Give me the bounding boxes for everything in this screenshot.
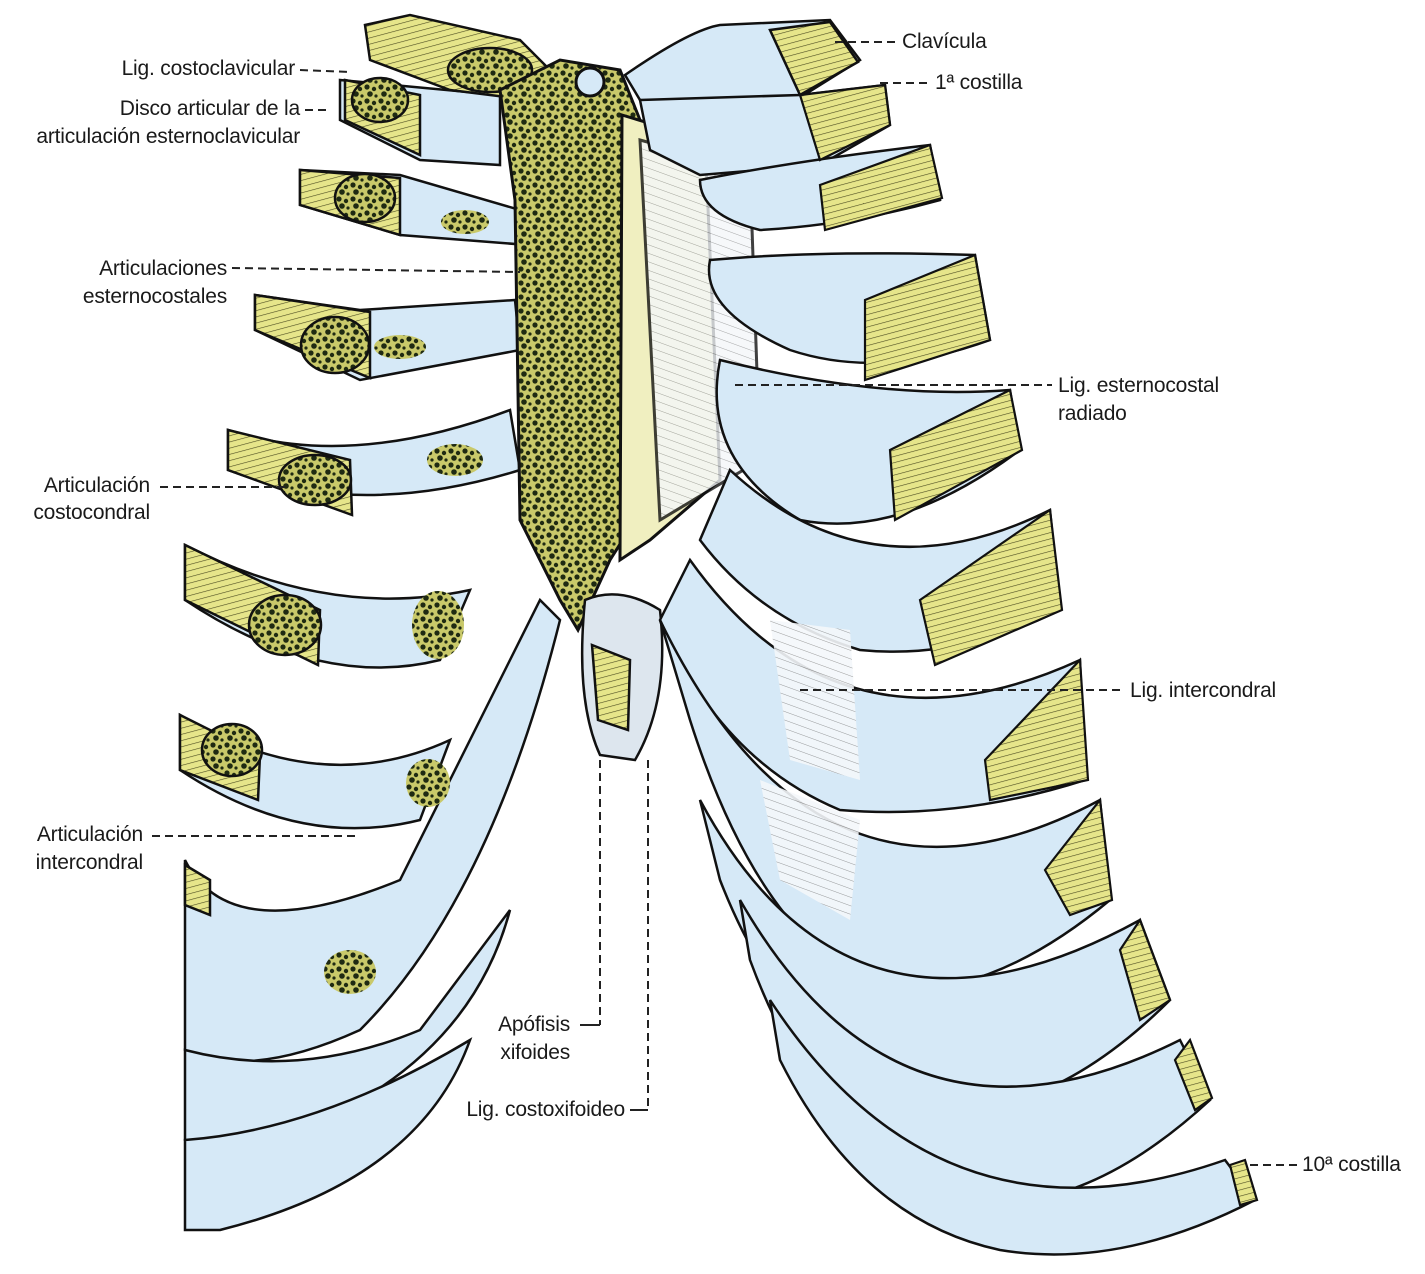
label-disco-articular-line1: Disco articular de la — [120, 96, 300, 122]
label-lig-costoclavicular: Lig. costoclavicular — [122, 56, 295, 82]
label-apofisis-xifoides-line1: Apófisis — [498, 1012, 570, 1038]
label-clavicula: Clavícula — [902, 29, 987, 55]
label-articulaciones-esternocostales-line1: Articulaciones — [99, 256, 227, 282]
label-apofisis-xifoides-line2: xifoides — [500, 1040, 570, 1066]
label-lig-intercondral: Lig. intercondral — [1130, 678, 1276, 704]
label-decima-costilla: 10ª costilla — [1302, 1152, 1401, 1178]
label-articulaciones-esternocostales-line2: esternocostales — [83, 284, 227, 310]
label-lig-costoxifoideo: Lig. costoxifoideo — [466, 1097, 625, 1123]
label-articulacion-costocondral-line2: costocondral — [33, 500, 150, 526]
label-disco-articular-line2: articulación esternoclavicular — [36, 124, 300, 150]
label-articulacion-intercondral-line1: Articulación — [37, 822, 143, 848]
label-lig-esternocostal-radiado-line1: Lig. esternocostal — [1058, 373, 1219, 399]
label-articulacion-intercondral-line2: intercondral — [36, 850, 143, 876]
label-lig-esternocostal-radiado-line2: radiado — [1058, 401, 1127, 427]
right-ribs — [640, 85, 1255, 1254]
label-articulacion-costocondral-line1: Articulación — [44, 473, 150, 499]
label-primera-costilla: 1ª costilla — [935, 70, 1022, 96]
xiphoid-process — [582, 594, 662, 760]
